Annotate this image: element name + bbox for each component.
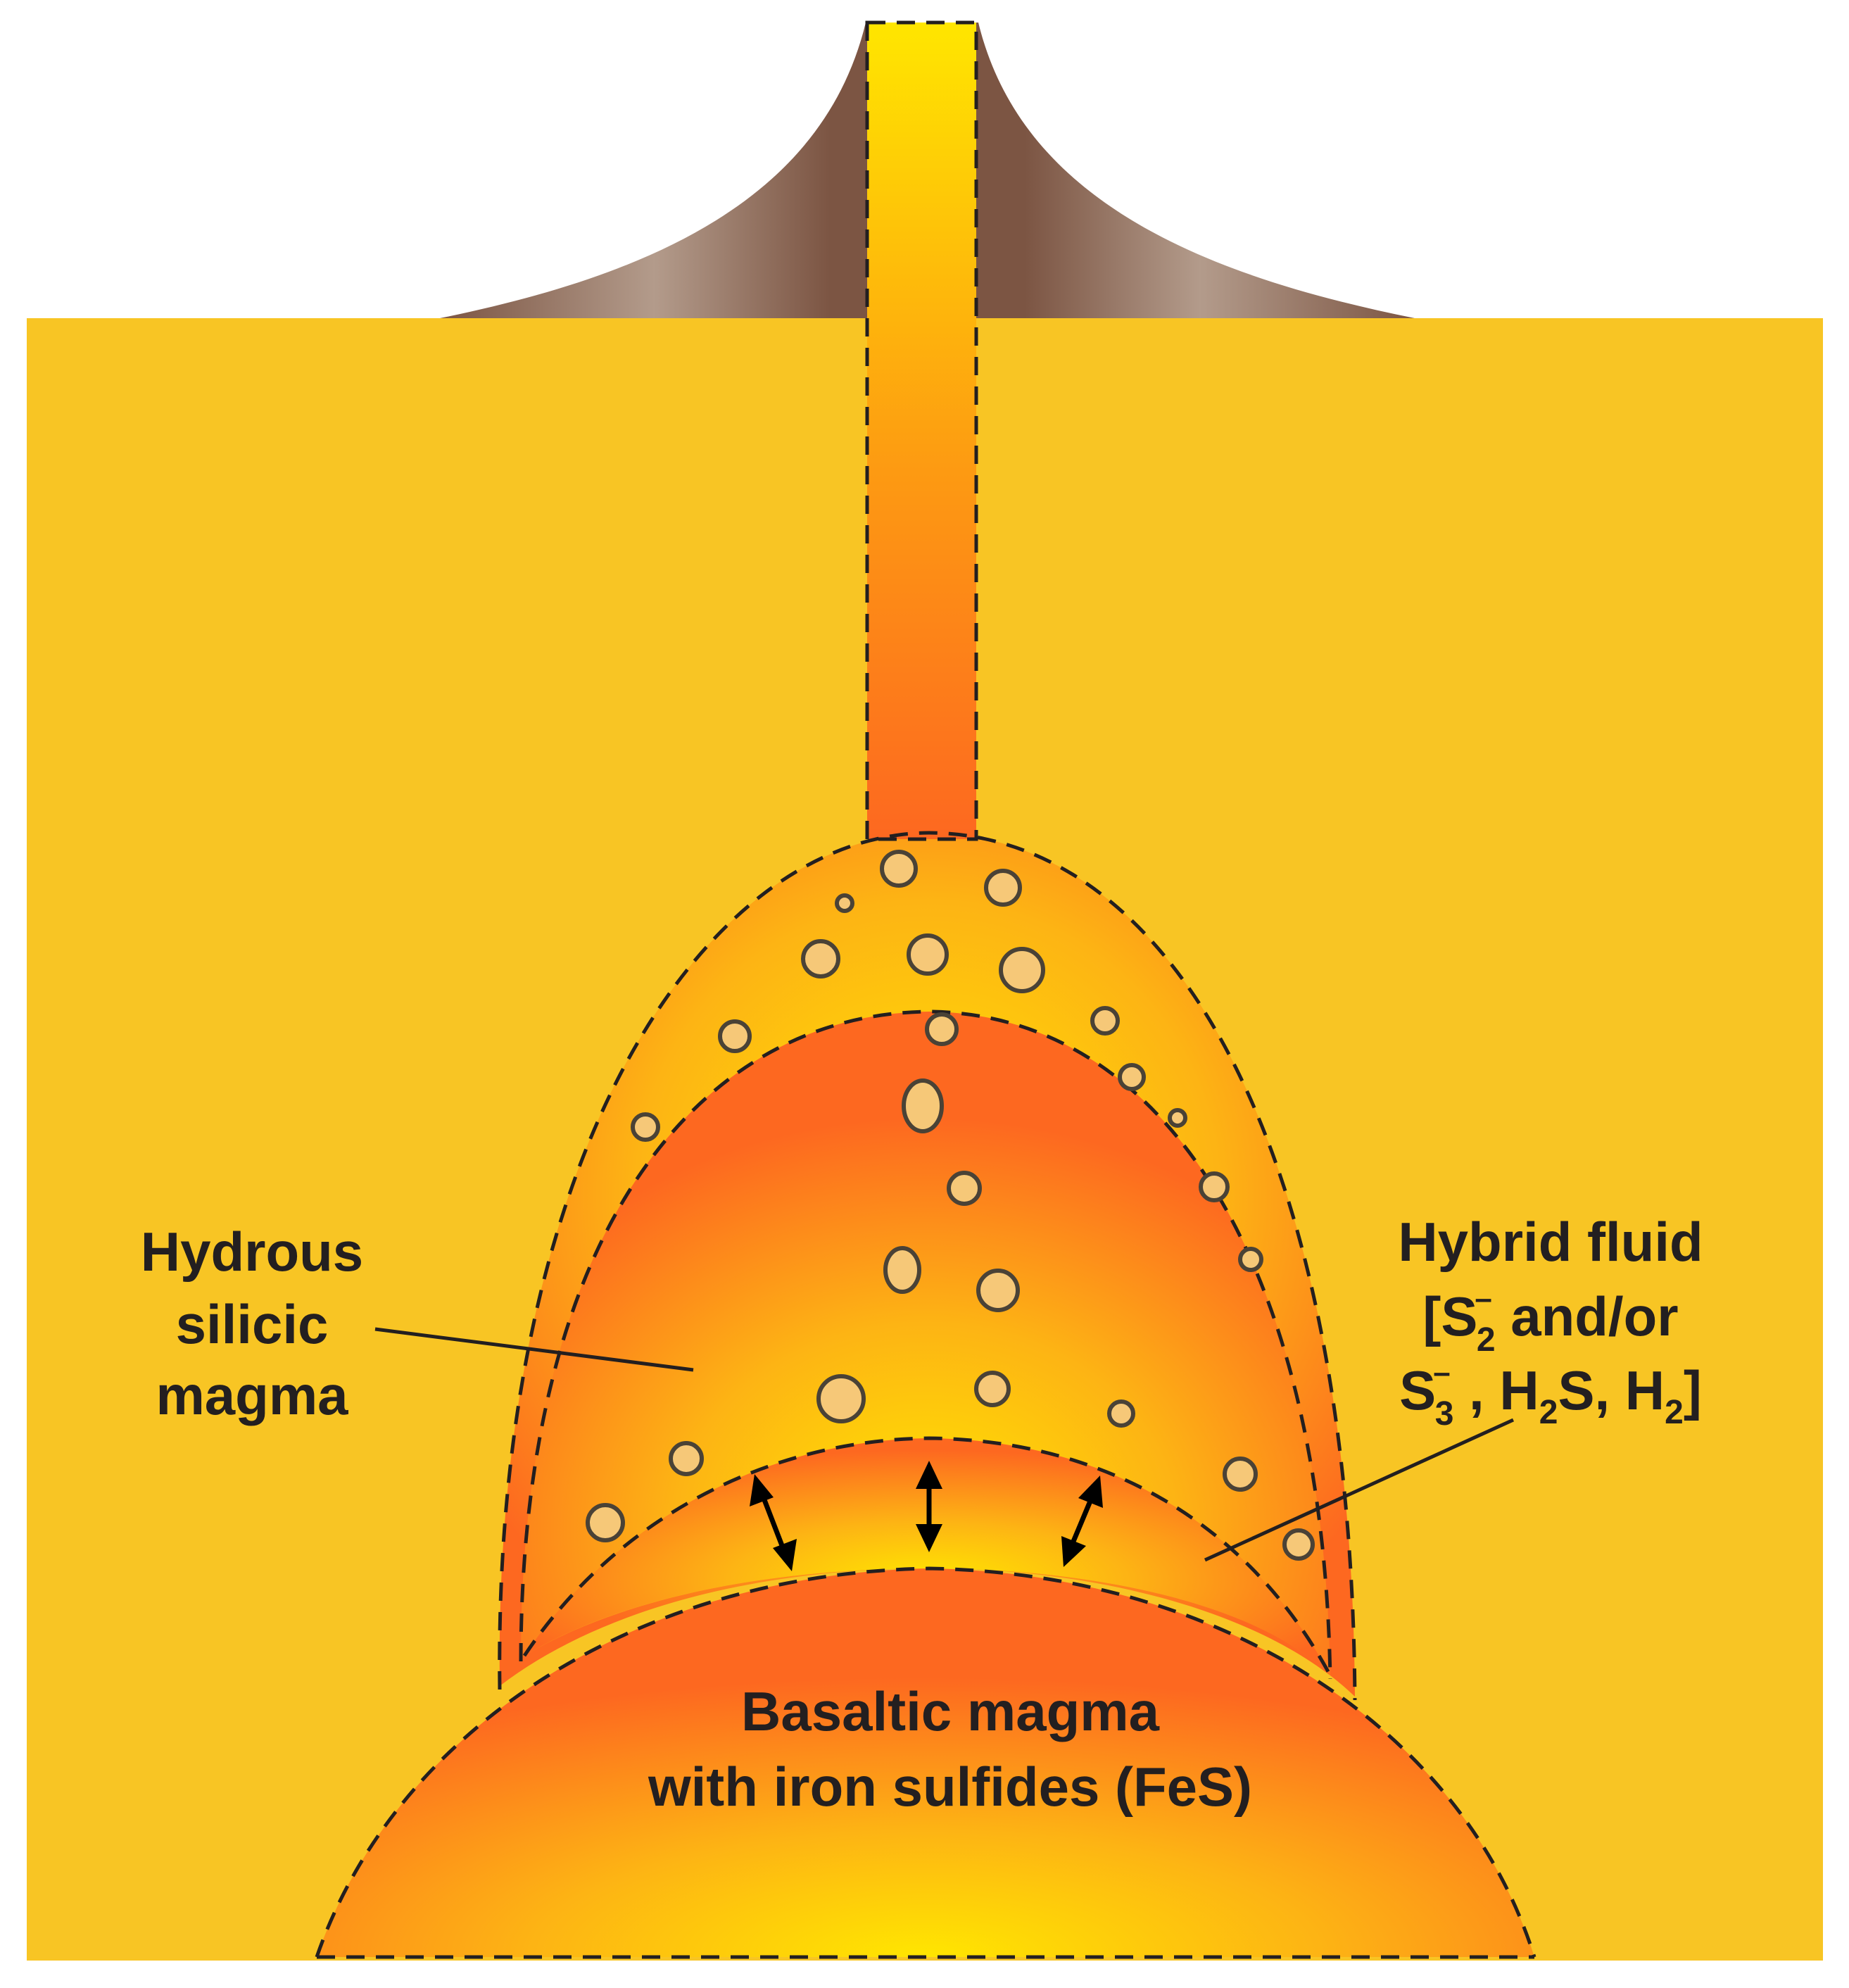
double-arrow-icon xyxy=(750,1474,797,1571)
bubble xyxy=(1107,1399,1135,1428)
basaltic-magma-chamber xyxy=(317,1568,1534,1957)
conduit-outline xyxy=(865,20,978,841)
hydrous-label-line3: magma xyxy=(156,1364,348,1426)
hybrid-fluid-label: Hybrid fluid [S–2 and/or S–3 , H2S, H2] xyxy=(1398,1211,1703,1433)
bubble xyxy=(1238,1247,1263,1272)
bubble xyxy=(947,1171,982,1206)
exchange-arrows xyxy=(750,1461,1103,1571)
hybrid-label-line1: Hybrid fluid xyxy=(1398,1211,1703,1273)
bubble xyxy=(1090,1006,1120,1036)
outer-envelope-boundary xyxy=(498,831,1357,1701)
basalt-label-line2: with iron sulfides (FeS) xyxy=(648,1756,1252,1818)
bubble xyxy=(880,850,918,888)
bubble xyxy=(883,1246,921,1294)
bubble xyxy=(669,1441,704,1476)
bubble xyxy=(925,1012,959,1046)
bubble xyxy=(984,869,1022,907)
bubble xyxy=(974,1371,1011,1407)
bubble xyxy=(976,1269,1020,1312)
bubble xyxy=(816,1374,866,1423)
basalt-label-line1: Basaltic magma xyxy=(741,1680,1160,1742)
bubble xyxy=(902,1078,944,1133)
bubble xyxy=(907,933,949,976)
volcanic-conduit xyxy=(867,23,976,839)
bubble xyxy=(999,947,1045,993)
bubble xyxy=(1118,1063,1146,1091)
bubble xyxy=(1168,1108,1187,1128)
hydrous-label-line2: silicic xyxy=(176,1293,329,1355)
basalt-top-boundary xyxy=(315,1566,1536,1958)
bubble xyxy=(586,1503,625,1542)
hybrid-leader-line xyxy=(1204,1418,1515,1562)
bubble xyxy=(631,1112,660,1142)
hydrous-label-line1: Hydrous xyxy=(141,1221,363,1283)
bubble xyxy=(801,939,840,979)
hydrous-leader-line xyxy=(374,1327,694,1372)
bubble xyxy=(1223,1457,1258,1492)
bubble xyxy=(718,1019,752,1053)
hybrid-lens-top-boundary xyxy=(522,1436,1332,1677)
bubble xyxy=(1282,1528,1315,1561)
double-arrow-icon xyxy=(1061,1476,1103,1567)
basaltic-magma-label: Basaltic magma with iron sulfides (FeS) xyxy=(648,1680,1252,1818)
bubble xyxy=(835,893,854,913)
fluid-bubbles xyxy=(586,850,1315,1561)
hybrid-label-line2: [S–2 and/or xyxy=(1422,1281,1678,1359)
hybrid-fluid-lens xyxy=(524,1438,1330,1675)
hybrid-label-line3: S–3 , H2S, H2] xyxy=(1399,1355,1702,1433)
hydrous-silicic-magma-label: Hydrous silicic magma xyxy=(141,1221,363,1426)
bubble xyxy=(1199,1171,1230,1202)
double-arrow-icon xyxy=(916,1461,942,1552)
